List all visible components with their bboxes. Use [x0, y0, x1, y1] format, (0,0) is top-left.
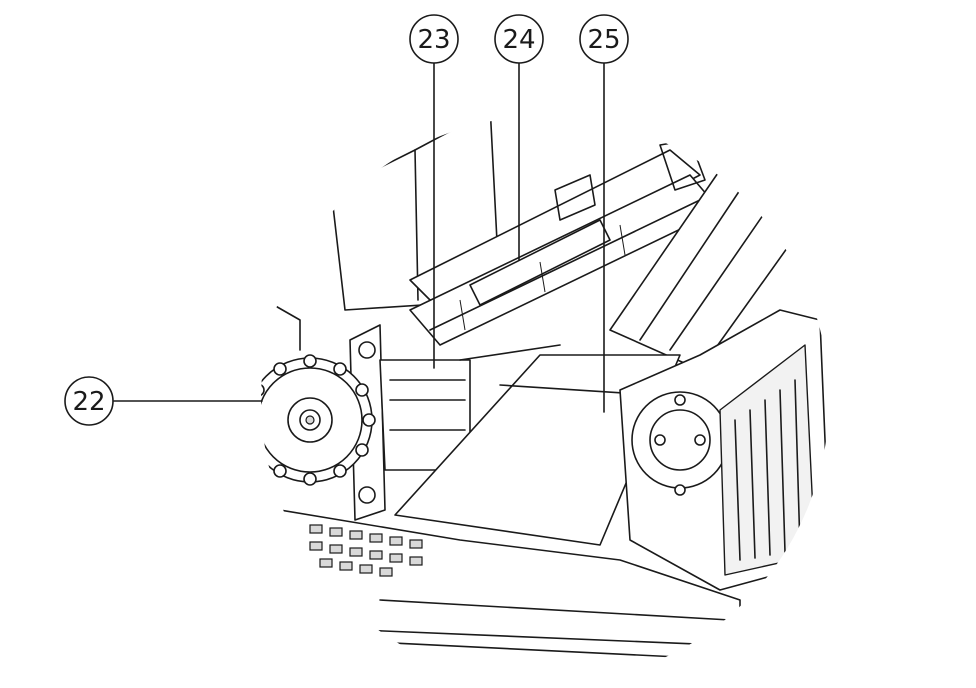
callout-24: 24 — [494, 14, 544, 64]
callout-25: 25 — [579, 14, 629, 64]
callout-22: 22 — [64, 376, 114, 426]
callout-label: 25 — [587, 25, 620, 55]
machine-detail-view — [260, 115, 830, 661]
callout-leaders — [113, 62, 605, 413]
callout-label: 22 — [72, 387, 105, 417]
callout-label: 24 — [502, 25, 535, 55]
rail-assembly — [409, 139, 721, 346]
callout-23: 23 — [409, 14, 459, 64]
perforated-grid — [309, 524, 423, 577]
callout-label: 23 — [417, 25, 450, 55]
gear-housing — [619, 309, 830, 591]
detail-view-boundary — [259, 114, 831, 686]
feed-plate — [394, 344, 681, 546]
sprocket-wheel — [260, 299, 376, 486]
